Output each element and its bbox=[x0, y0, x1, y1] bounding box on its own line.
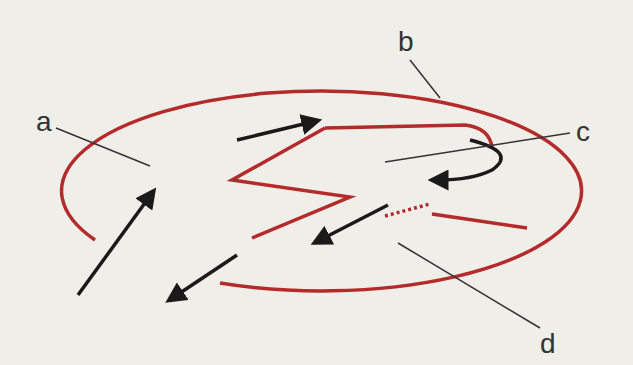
leader-line bbox=[398, 243, 540, 328]
part-letter: c bbox=[576, 118, 590, 146]
right-wall bbox=[432, 214, 527, 228]
leader-line bbox=[385, 133, 570, 162]
dashed-wall bbox=[385, 204, 430, 216]
part-letter: d bbox=[540, 330, 556, 358]
part-letter: b bbox=[398, 28, 414, 56]
leader-line bbox=[56, 128, 150, 166]
flow-arrow bbox=[174, 255, 237, 297]
flow-arrow bbox=[320, 205, 388, 240]
zigzag-wall bbox=[232, 128, 350, 238]
flow-arrow bbox=[78, 196, 150, 295]
leader-line bbox=[410, 60, 440, 98]
part-letter: a bbox=[36, 108, 52, 136]
upper-wall bbox=[325, 125, 492, 148]
outer-outline bbox=[62, 91, 582, 291]
flow-arrow bbox=[237, 122, 312, 140]
